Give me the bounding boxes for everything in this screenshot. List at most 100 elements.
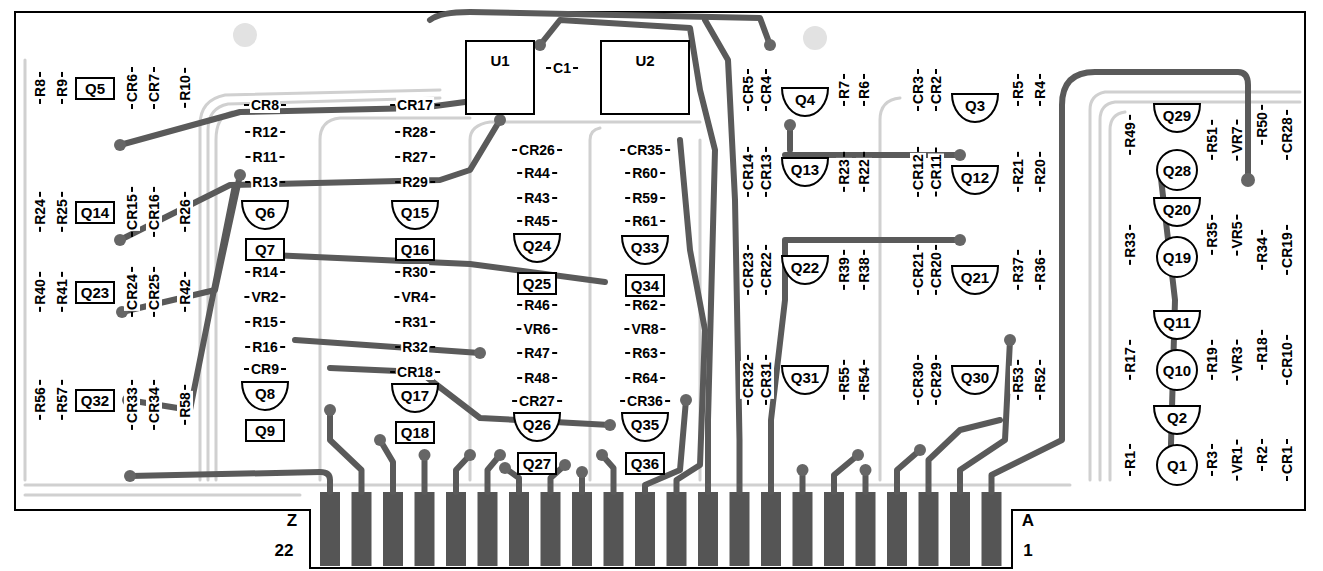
component-label: CR10: [1279, 341, 1295, 379]
component-label: R40: [32, 278, 48, 306]
pad: [114, 139, 126, 151]
pad: [954, 234, 966, 246]
component-label: CR15: [124, 193, 140, 231]
component-designator: Q22: [791, 259, 819, 276]
pad: [680, 394, 692, 406]
transistor-outline: Q17: [391, 383, 439, 413]
component-designator: Q6: [255, 204, 275, 221]
component-label: R9: [54, 78, 70, 98]
component-label: R59: [631, 190, 659, 206]
outline-path: [1154, 311, 1200, 339]
transistor-can: Q28: [1156, 149, 1198, 191]
transistor-outline: Q22: [781, 255, 829, 285]
outline-path: [1154, 198, 1200, 226]
component-label: R44: [523, 165, 551, 181]
transistor-outline: Q35: [621, 412, 669, 442]
component-label: R12: [251, 124, 279, 140]
component-label: CR28: [1279, 116, 1295, 154]
component-label: R48: [523, 370, 551, 386]
back-trace: [1090, 92, 1300, 480]
back-trace: [25, 494, 300, 497]
connector-finger: [667, 492, 687, 566]
component-designator: Q7: [255, 241, 275, 258]
transistor-outline: Q3: [951, 93, 999, 123]
component-label: VR1: [1229, 445, 1245, 474]
connector-finger: [919, 492, 939, 566]
component-designator: Q14: [81, 204, 109, 221]
component-designator: Q17: [401, 387, 429, 404]
component-designator: Q36: [631, 455, 659, 472]
transistor-pad-box: Q14: [75, 201, 115, 224]
component-label: R25: [54, 198, 70, 226]
outline-path: [1154, 406, 1200, 434]
component-designator: Q30: [961, 369, 989, 386]
connector-finger: [509, 492, 529, 566]
component-label: R38: [856, 256, 872, 284]
outline-path: [514, 413, 560, 441]
component-label: R53: [1010, 366, 1026, 394]
component-label: R4: [1032, 80, 1048, 100]
pad: [860, 464, 872, 476]
component-label: R16: [251, 339, 279, 355]
transistor-outline: Q2: [1153, 405, 1201, 435]
transistor-outline: Q29: [1153, 103, 1201, 133]
trace: [380, 440, 393, 492]
outline-path: [242, 201, 288, 229]
outline-path: [782, 366, 828, 394]
transistor-pad-box: Q27: [517, 452, 557, 475]
component-label: R35: [1204, 221, 1220, 249]
transistor-pad-box: Q9: [245, 419, 285, 442]
pad: [534, 39, 546, 51]
component-label: R29: [401, 174, 429, 190]
pad: [576, 466, 588, 478]
component-label: R27: [401, 149, 429, 165]
transistor-pad-box: Q7: [245, 238, 285, 261]
transistor-pad-box: Q18: [395, 421, 435, 444]
pin-marker: Z: [286, 511, 298, 530]
component-label: R61: [631, 213, 659, 229]
outline-path: [1157, 237, 1197, 277]
component-label: CR26: [518, 142, 556, 158]
outline-path: [1157, 350, 1197, 390]
pad: [764, 39, 776, 51]
trace: [330, 410, 362, 492]
component-designator: Q2: [1167, 409, 1187, 426]
mounting-hole: [803, 26, 827, 50]
component-label: CR22: [758, 251, 774, 289]
component-label: CR32: [740, 361, 756, 399]
connector-finger: [415, 492, 435, 566]
component-label: R47: [523, 345, 551, 361]
component-label: R62: [631, 297, 659, 313]
trace: [677, 140, 706, 492]
copper-traces: [120, 12, 1248, 492]
pad: [499, 462, 511, 474]
transistor-can: Q10: [1156, 349, 1198, 391]
connector-finger: [698, 492, 718, 566]
component-label: R42: [177, 278, 193, 306]
connector-finger: [730, 492, 750, 566]
connector-finger: [982, 492, 1002, 566]
component-label: R50: [1254, 111, 1270, 139]
component-designator: Q35: [631, 416, 659, 433]
component-label: R26: [177, 198, 193, 226]
component-label: CR11: [928, 153, 944, 190]
outline-path: [514, 234, 560, 262]
component-designator: Q4: [795, 91, 815, 108]
pad: [474, 347, 486, 359]
trace: [834, 455, 858, 492]
pad: [1241, 173, 1255, 187]
component-label: R49: [1122, 121, 1138, 149]
component-label: CR3: [910, 75, 926, 105]
pad: [114, 234, 126, 246]
component-label: CR34: [146, 386, 162, 424]
board-outline: [15, 12, 1305, 568]
component-label: R37: [1010, 256, 1026, 284]
solder-pads: [114, 39, 1255, 482]
component-designator: Q13: [791, 161, 819, 178]
component-designator: Q11: [1163, 314, 1191, 331]
connector-finger: [635, 492, 655, 566]
connector-finger: [352, 492, 372, 566]
component-label: CR4: [758, 75, 774, 105]
connector-finger: [572, 492, 592, 566]
component-label: CR17: [396, 97, 434, 113]
